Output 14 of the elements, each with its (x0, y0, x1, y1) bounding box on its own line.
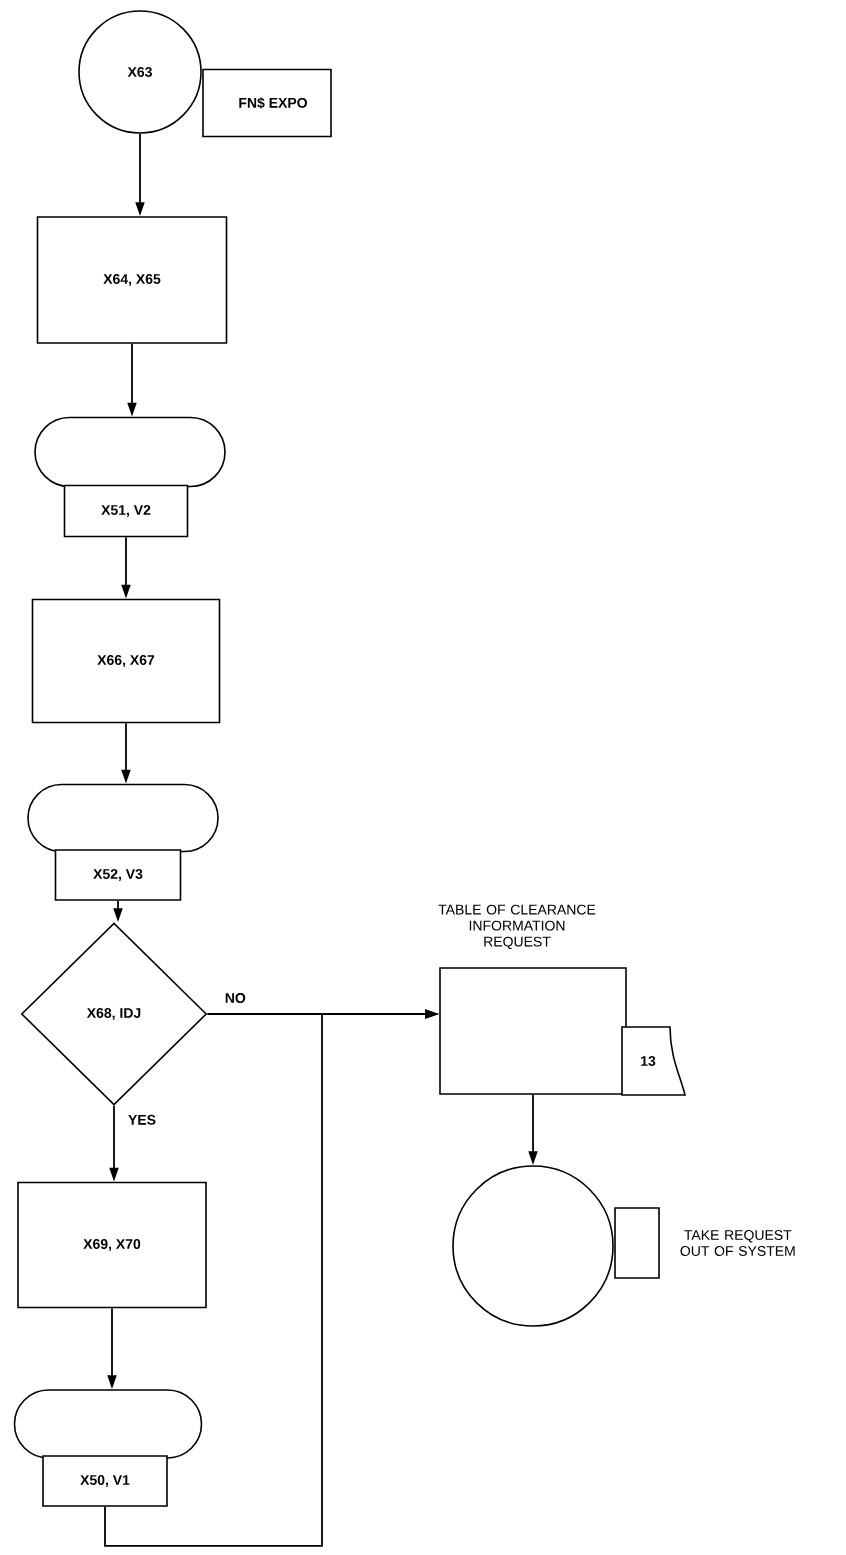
connector-circle (452, 1165, 614, 1327)
node-label: TABLE OF CLEARANCE INFORMATION REQUEST (438, 904, 596, 950)
edge-label: NO (223, 992, 247, 1004)
process-box: X52, V3 (54, 849, 182, 901)
process-box (614, 1207, 660, 1279)
card-tab: 13 (621, 1026, 686, 1096)
annotation-box: FN$ EXPO (202, 68, 332, 138)
process-box: X51, V2 (63, 484, 189, 538)
process-box: X50, V1 (42, 1455, 168, 1507)
side-note: TAKE REQUEST OUT OF SYSTEM (680, 1230, 795, 1256)
edge-label: YES (127, 1113, 157, 1126)
process-box: X66, X67 (31, 598, 221, 724)
process-box: X64, X65 (36, 216, 228, 344)
process-box: X69, X70 (17, 1181, 207, 1309)
